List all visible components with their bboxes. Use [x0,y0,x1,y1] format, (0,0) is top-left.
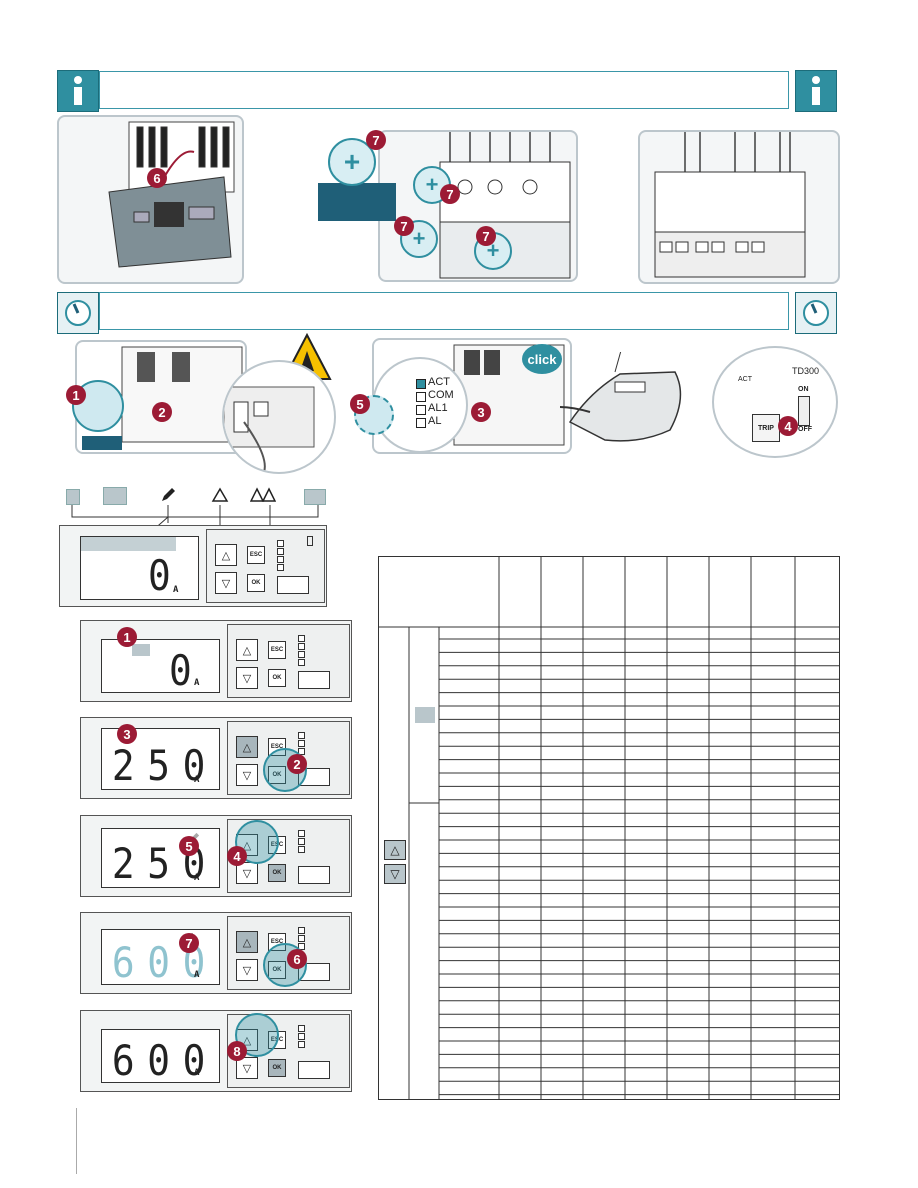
step-badge-8: 8 [227,1041,247,1061]
ok-button[interactable]: OK [268,669,286,687]
trip-button: TRIP [752,414,780,442]
lcd-highlight-bar [81,537,176,551]
ok-button[interactable]: OK [268,864,286,882]
trip-unit-display-step8: 600 A △ ▽ ESC OK 8 [80,1010,352,1092]
act-small-label: ACT [738,376,752,383]
step-badge-5: 5 [179,836,199,856]
ok-button[interactable]: OK [268,1059,286,1077]
lcd-screen: 0 A [80,536,199,600]
settings-table-grid [379,557,839,1099]
down-button[interactable]: ▽ [236,862,258,884]
trip-unit-display-step5: 250 A △ ▽ ESC OK 5 4 [80,815,352,897]
td300-label: TD300 [792,366,820,376]
esc-button[interactable]: ESC [247,546,265,564]
switch-on-label: ON [798,386,809,393]
down-button[interactable]: ▽ [215,572,237,594]
trip-unit-display-overview: 0 A △ ▽ ESC OK [59,525,327,607]
cover-open-figure: 6 [57,115,244,284]
lcd-unit: A [194,873,200,883]
step-badge-2: 2 [287,754,307,774]
led-com-label: COM [428,389,454,401]
meter-icon [415,707,435,723]
test-connector [277,576,309,594]
info-icon-left [57,70,99,112]
test-device-figure [499,346,700,453]
page-gutter-line [76,1108,77,1174]
lcd-unit: A [194,775,200,785]
step-badge-1: 1 [117,627,137,647]
down-button[interactable]: ▽ [236,667,258,689]
step-badge-4: 4 [778,416,798,436]
step-badge-6: 6 [147,168,167,188]
step-badge-7d: 7 [476,226,496,246]
switch-off-label: OFF [798,426,812,433]
step-badge-1: 1 [66,385,86,405]
lcd-value: 0 [168,646,205,695]
down-button[interactable]: ▽ [236,764,258,786]
double-triangle-icon [249,487,277,508]
dial-icon-right [795,292,837,334]
step-badge-2: 2 [152,402,172,422]
lcd-unit: A [194,678,200,688]
info-icon-right [795,70,837,112]
down-button[interactable]: ▽ [236,959,258,981]
lcd-value: 250 [111,839,218,888]
click-bubble: click [522,344,562,374]
step-badge-5: 5 [350,394,370,414]
trip-unit-display-step7: 600 A △ ▽ ESC OK 7 6 [80,912,352,994]
esc-button[interactable]: ESC [268,641,286,659]
assembled-breaker-drawing [654,132,806,278]
ok-button[interactable]: OK [247,574,265,592]
step-badge-7b: 7 [440,184,460,204]
up-button[interactable]: △ [236,931,258,953]
step-badge-4: 4 [227,846,247,866]
lcd-value: 600 [111,1036,218,1085]
keypad: △ ▽ ESC OK [206,529,325,603]
lcd-value: 0 [147,551,184,600]
step-badge-3: 3 [117,724,137,744]
step-badge-7: 7 [179,933,199,953]
up-button[interactable]: △ [236,736,258,758]
led-al-label: AL [428,415,442,427]
table-down-button-icon: ▽ [384,864,406,884]
step-badge-7a: 7 [366,130,386,150]
step1-label-box [82,436,122,450]
up-button[interactable]: △ [236,639,258,661]
screw-figure: + 7 + 7 + 7 + 7 [318,130,578,282]
trip-unit-display-step3: 250 A △ ▽ ESC OK 3 2 [80,717,352,799]
assembled-breaker-figure [638,130,840,284]
legend-box-left [66,489,80,505]
lcd-unit: A [173,585,179,595]
lcd-unit: A [194,1068,200,1078]
settings-banner [99,292,789,330]
step-badge-6: 6 [287,949,307,969]
meter-icon [132,644,150,656]
step-badge-7c: 7 [394,216,414,236]
lcd-value: 250 [111,741,218,790]
up-button[interactable]: △ [215,544,237,566]
step-badge-3: 3 [471,402,491,422]
terminal-drawing [439,132,571,279]
pencil-icon [160,487,176,508]
led-al1-label: AL1 [428,402,448,414]
dial-icon-left [57,292,99,334]
td300-zoom-circle: TD300 ACT ON OFF TRIP [712,346,838,458]
lcd-unit: A [194,970,200,980]
breaker-side-drawing [453,344,565,446]
up-triangle-icon [211,487,229,508]
led-act-label: ACT [428,376,450,388]
legend-meter-icon [103,487,127,505]
lcd-value: 600 [111,938,218,987]
cover-zoom-circle [222,360,336,474]
table-up-button-icon: △ [384,840,406,860]
power-switch [798,396,810,426]
down-button[interactable]: ▽ [236,1057,258,1079]
breaker-cover-drawing [108,121,235,268]
legend-box-right [304,489,326,505]
info-banner [99,71,789,109]
settings-table: △ ▽ [378,556,840,1100]
screw-callout-bg [318,183,396,221]
trip-unit-display-step1: 0 A △ ▽ ESC OK 1 [80,620,352,702]
